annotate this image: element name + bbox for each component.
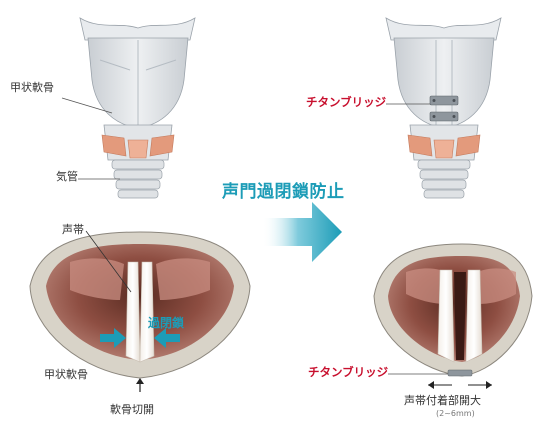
widening-arrows bbox=[428, 381, 492, 389]
label-trachea: 気管 bbox=[56, 171, 78, 182]
larynx-right bbox=[386, 18, 501, 198]
label-glottis-closure: 過閉鎖 bbox=[148, 317, 184, 329]
headline: 声門過閉鎖防止 bbox=[222, 177, 345, 202]
label-cartilage-incision: 軟骨切開 bbox=[110, 404, 154, 415]
glottis-right bbox=[374, 244, 532, 376]
label-cord-widening: 声帯付着部開大 bbox=[404, 395, 481, 406]
label-thyroid-cartilage-bottom: 甲状軟骨 bbox=[44, 369, 88, 380]
label-titanium-bridge-top: チタンブリッジ bbox=[306, 97, 386, 109]
transition-arrow bbox=[262, 202, 342, 262]
label-widening-range: (2~6mm) bbox=[436, 410, 475, 418]
label-titanium-bridge-bottom: チタンブリッジ bbox=[308, 367, 388, 379]
glottis-left bbox=[30, 232, 250, 378]
label-thyroid-cartilage-top: 甲状軟骨 bbox=[10, 82, 54, 93]
label-vocal-cords: 声帯 bbox=[62, 224, 84, 235]
larynx-left bbox=[80, 18, 195, 198]
